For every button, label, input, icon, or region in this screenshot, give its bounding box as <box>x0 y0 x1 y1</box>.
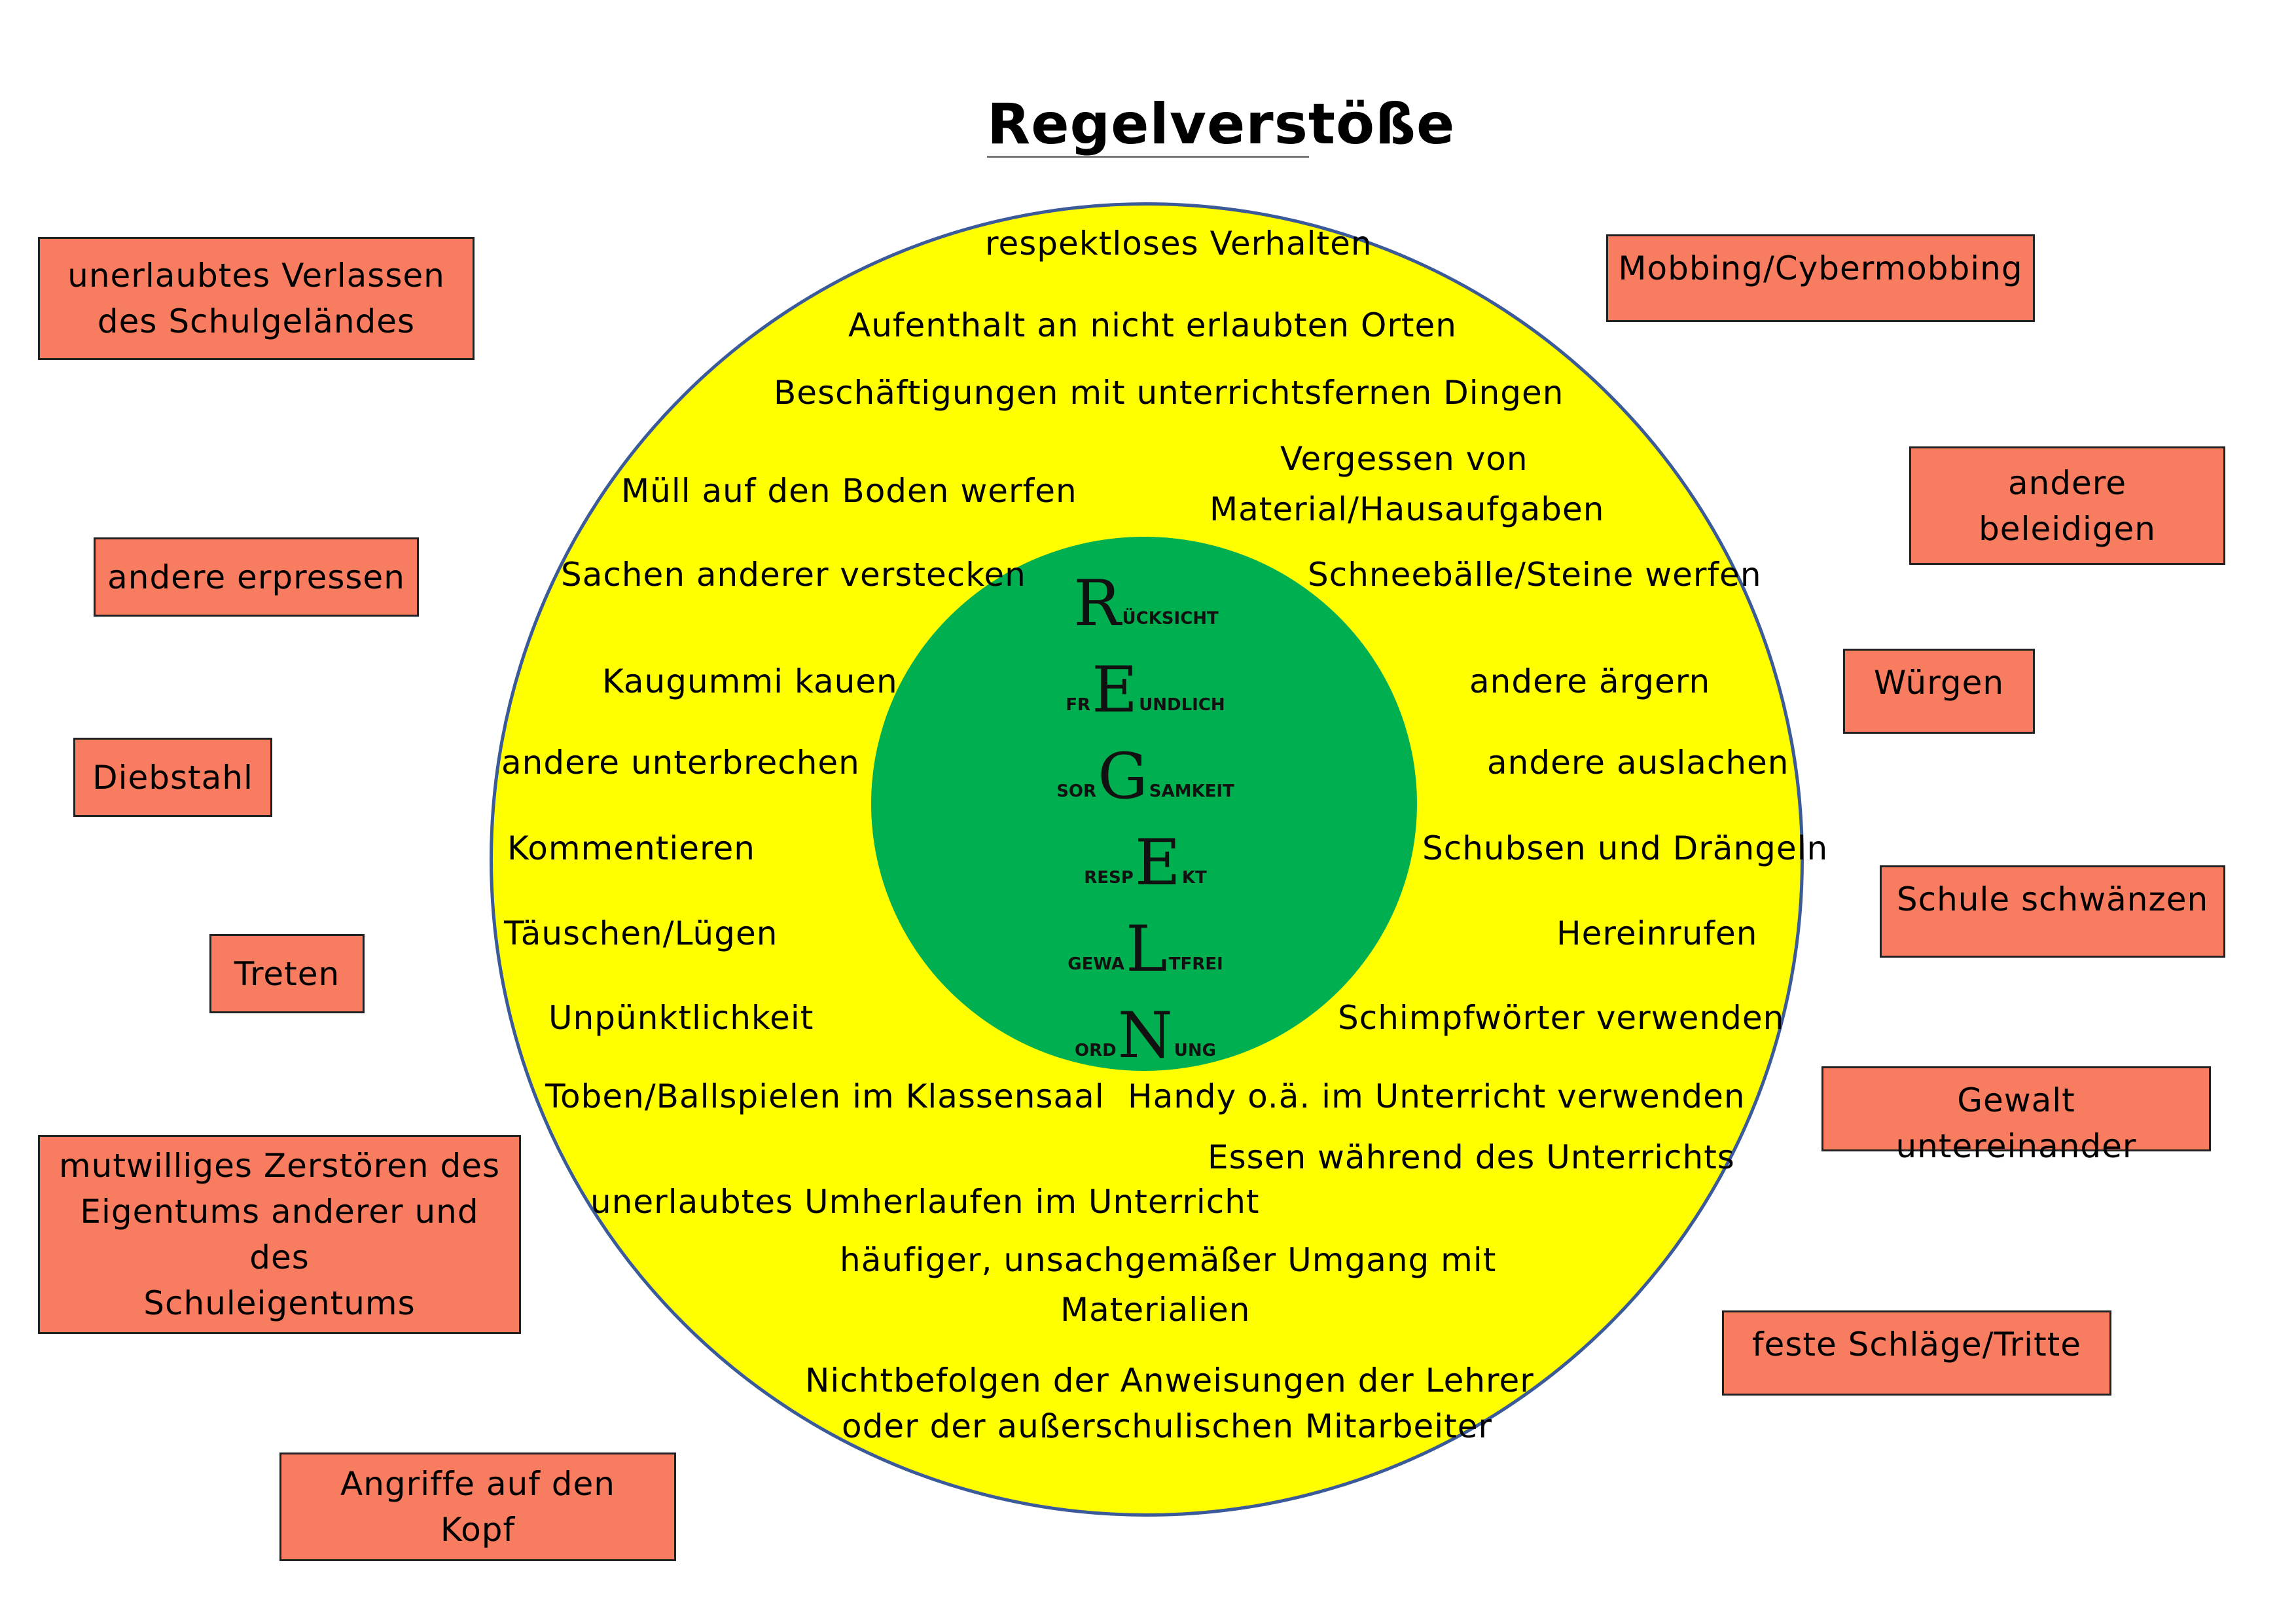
circle-item: Vergessen von <box>1280 440 1528 478</box>
acronym-pre: RESP <box>1084 868 1134 888</box>
box-line: andere <box>2007 463 2127 502</box>
acronym-pre: FR <box>1066 695 1091 715</box>
circle-item: Sachen anderer verstecken <box>561 556 1026 594</box>
box-line: Schule schwänzen <box>1896 880 2209 918</box>
violation-box-hitting: feste Schläge/Tritte <box>1722 1310 2111 1396</box>
circle-item: andere auslachen <box>1487 744 1789 782</box>
box-line: Mobbing/Cybermobbing <box>1618 249 2023 287</box>
violation-box-violence: Gewalt untereinander <box>1821 1066 2211 1165</box>
page-title: Regelverstöße <box>987 92 1456 158</box>
circle-item: Beschäftigungen mit unterrichtsfernen Di… <box>774 374 1564 412</box>
acronym-letter: R <box>1073 567 1121 640</box>
acronym-post: SAMKEIT <box>1149 782 1234 801</box>
box-line: Angriffe auf den <box>340 1465 615 1503</box>
circle-item: Müll auf den Boden werfen <box>621 472 1077 510</box>
acronym-post: ÜCKSICHT <box>1122 609 1219 628</box>
acronym-letter: N <box>1117 999 1173 1072</box>
circle-item: unerlaubtes Umherlaufen im Unterricht <box>590 1183 1260 1221</box>
circle-item: häufiger, unsachgemäßer Umgang mit <box>840 1241 1497 1279</box>
box-line: Würgen <box>1873 664 2005 702</box>
violation-box-leaving-school: unerlaubtes Verlassen des Schulgeländes <box>38 237 475 360</box>
box-line: Diebstahl <box>92 758 253 797</box>
box-line: unerlaubtes Verlassen <box>67 257 445 295</box>
circle-item: Kommentieren <box>507 829 755 867</box>
violation-box-theft: Diebstahl <box>73 738 272 817</box>
circle-item: respektloses Verhalten <box>985 225 1372 262</box>
acronym-pre: SOR <box>1056 782 1097 801</box>
box-line: Schuleigentums <box>143 1284 416 1322</box>
violation-box-kicking: Treten <box>209 934 365 1013</box>
box-line: feste Schläge/Tritte <box>1751 1326 2082 1363</box>
violation-box-truancy: Schule schwänzen <box>1880 865 2225 958</box>
box-line: beleidigen <box>1979 509 2156 548</box>
violation-box-mobbing: Mobbing/Cybermobbing <box>1606 234 2035 322</box>
acronym-post: KT <box>1181 868 1207 888</box>
box-line: Treten <box>234 954 340 993</box>
violation-box-insulting: andere beleidigen <box>1909 446 2225 565</box>
circle-item: Material/Hausaufgaben <box>1210 490 1605 528</box>
circle-item: andere ärgern <box>1469 662 1711 700</box>
acronym-post: UNDLICH <box>1139 695 1225 715</box>
circle-item: Kaugummi kauen <box>602 662 898 700</box>
acronym-letter: E <box>1092 653 1138 727</box>
acronym-post: UNG <box>1174 1041 1216 1060</box>
circle-item: Toben/Ballspielen im Klassensaal <box>545 1077 1105 1115</box>
acronym-pre: GEWA <box>1067 954 1125 974</box>
acronym-letter: G <box>1098 740 1148 813</box>
circle-item: Schubsen und Drängeln <box>1422 829 1829 867</box>
box-line: Gewalt untereinander <box>1895 1081 2137 1165</box>
box-line: des Schulgeländes <box>97 302 416 340</box>
acronym-pre: ORD <box>1075 1041 1117 1060</box>
circle-item: Hereinrufen <box>1556 914 1758 952</box>
circle-item: Täuschen/Lügen <box>504 914 778 952</box>
circle-item: Schneebälle/Steine werfen <box>1308 556 1762 594</box>
box-line: Eigentums anderer und des <box>80 1193 479 1276</box>
violation-box-choking: Würgen <box>1843 649 2035 734</box>
circle-item: Handy o.ä. im Unterricht verwenden <box>1128 1077 1746 1115</box>
circle-item: Unpünktlichkeit <box>548 999 814 1037</box>
circle-item: oder der außerschulischen Mitarbeiter <box>842 1407 1493 1445</box>
circle-item: Schimpfwörter verwenden <box>1338 999 1785 1037</box>
acronym-letter: L <box>1126 912 1168 986</box>
acronym-letter: E <box>1134 826 1181 899</box>
box-line: andere erpressen <box>107 558 405 596</box>
circle-item: Nichtbefolgen der Anweisungen der Lehrer <box>805 1362 1534 1399</box>
circle-item: Aufenthalt an nicht erlaubten Orten <box>848 306 1457 344</box>
circle-item: andere unterbrechen <box>501 744 860 782</box>
violation-box-extortion: andere erpressen <box>94 537 419 617</box>
box-line: Kopf <box>440 1511 516 1549</box>
acronym-post: TFREI <box>1168 954 1223 974</box>
circle-item: Materialien <box>1060 1291 1251 1329</box>
circle-item: Essen während des Unterrichts <box>1208 1138 1735 1176</box>
box-line: mutwilliges Zerstören des <box>58 1147 501 1185</box>
inner-circle-rules <box>871 537 1417 1071</box>
